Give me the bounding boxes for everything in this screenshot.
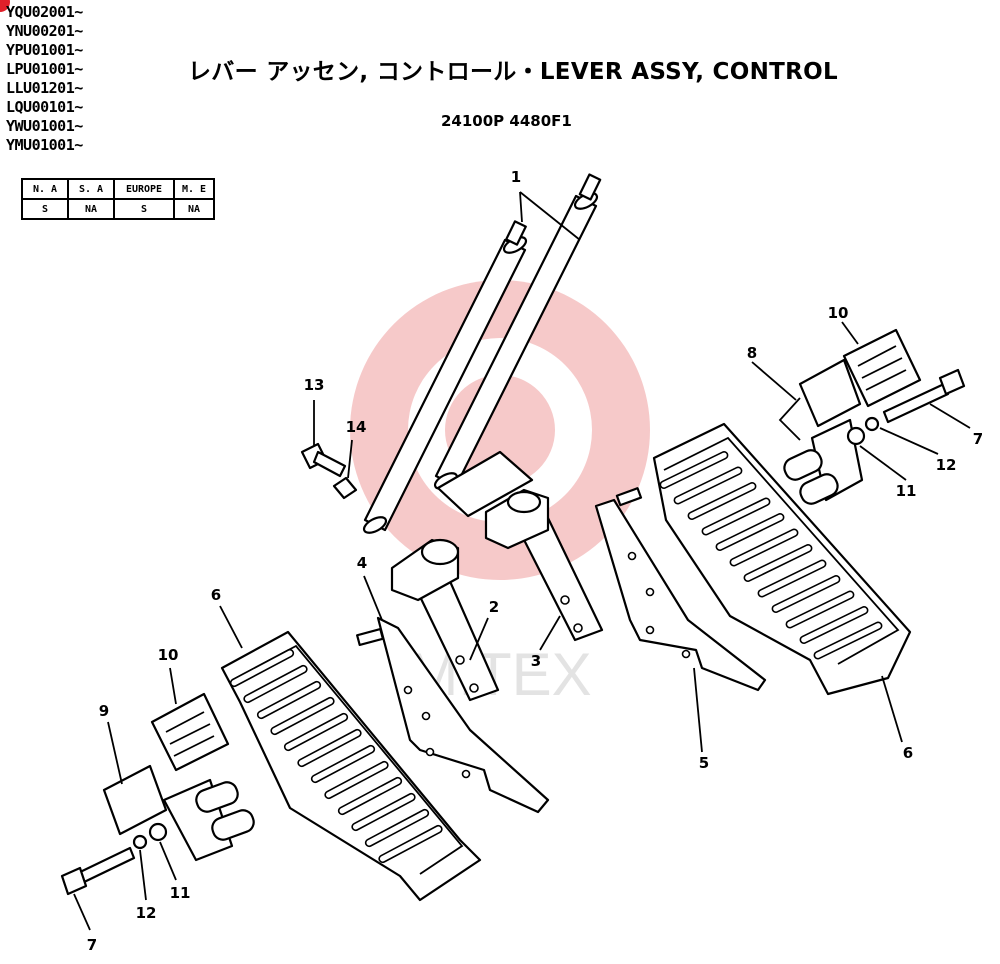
callout-13: 13 [304,376,325,394]
foot-pedal-right [652,422,912,696]
region-header-row: N. A S. A EUROPE M. E [21,178,215,200]
leader-1 [519,191,581,241]
region-header-na: N. A [21,178,69,200]
tread-slot [270,696,335,736]
red-marker-dot [0,0,10,12]
callout-12-left: 12 [136,904,157,922]
callout-6-left: 6 [211,586,221,604]
callout-3: 3 [531,652,541,670]
tread-slot [297,728,362,768]
foot-pedal-left [220,630,482,902]
rod-left [362,220,528,534]
callout-7-left: 7 [87,936,97,954]
tread-slot [673,466,743,505]
callout-9: 9 [99,702,109,720]
region-value-row: S NA S NA [21,198,215,220]
tread-slot [715,513,785,551]
tread-slot [256,680,322,720]
bolt-7-right [882,368,966,424]
tread-slot [771,575,841,613]
tread-slot [337,776,403,816]
bolt-7-left [60,846,136,896]
tread-slot [785,590,855,629]
callout-11-left: 11 [170,884,191,902]
tread-slot [813,621,883,660]
washer-12-right [864,416,880,432]
tread-slot [659,451,729,489]
callout-6-right: 6 [903,744,913,762]
rubber-pad-right [842,328,922,408]
callout-4: 4 [357,554,367,572]
serial-number: YPU01001~ [6,41,83,59]
callout-2: 2 [489,598,499,616]
bracket-5 [594,487,767,692]
tread-slot [364,808,430,848]
region-value-sa: NA [67,198,115,220]
callout-12-right: 12 [936,456,957,474]
washer-11-left [148,822,168,842]
region-header-me: M. E [173,178,215,200]
part-code: 24100P 4480F1 [441,112,572,130]
callout-10-left: 10 [158,646,179,664]
region-value-europe: S [113,198,175,220]
diagram-title: レバー アッセン, コントロール・LEVER ASSY, CONTROL [188,59,838,85]
serial-number: LLU01201~ [6,79,83,97]
region-header-sa: S. A [67,178,115,200]
pedal-bracket-9 [102,764,255,862]
callout-10-right: 10 [828,304,849,322]
callout-1: 1 [511,168,521,186]
leader-lines [73,321,971,931]
region-availability-table: N. A S. A EUROPE M. E S NA S NA [21,178,215,220]
callout-8: 8 [747,344,757,362]
washer-12-left [132,834,148,850]
spacer-plate [436,450,534,518]
tread-slot [229,648,295,688]
tread-slot [351,792,416,832]
serial-number: YQU02001~ [6,3,83,21]
lever-shaft-2 [390,538,500,702]
serial-number: YMU01001~ [6,136,83,154]
lever-shaft-3 [484,488,604,642]
tread-slot [687,482,757,520]
callout-5: 5 [699,754,709,772]
tread-slot [310,744,376,784]
serial-number: YNU00201~ [6,22,83,40]
serial-number: YWU01001~ [6,117,83,135]
callout-11-right: 11 [896,482,917,500]
tread-slot [757,559,827,598]
callout-7-right: 7 [973,430,983,448]
region-header-europe: EUROPE [113,178,175,200]
tread-slot [799,606,869,644]
washer-11-right [846,426,866,446]
rubber-pad-left [150,692,230,772]
tread-slot [243,664,308,704]
tread-slot [743,544,813,582]
bolt-13 [300,442,347,478]
nut-14 [332,476,358,500]
serial-number: LQU00101~ [6,98,83,116]
tread-slot [283,712,349,752]
bracket-4 [356,616,550,814]
tread-slot [701,497,771,536]
callout-14: 14 [346,418,367,436]
tread-slot [729,528,799,567]
tread-slot [378,824,443,864]
serial-number: LPU01001~ [6,60,83,78]
tread-slot [324,760,389,800]
region-value-me: NA [173,198,215,220]
pedal-bracket-8 [778,358,864,505]
region-value-na: S [21,198,69,220]
